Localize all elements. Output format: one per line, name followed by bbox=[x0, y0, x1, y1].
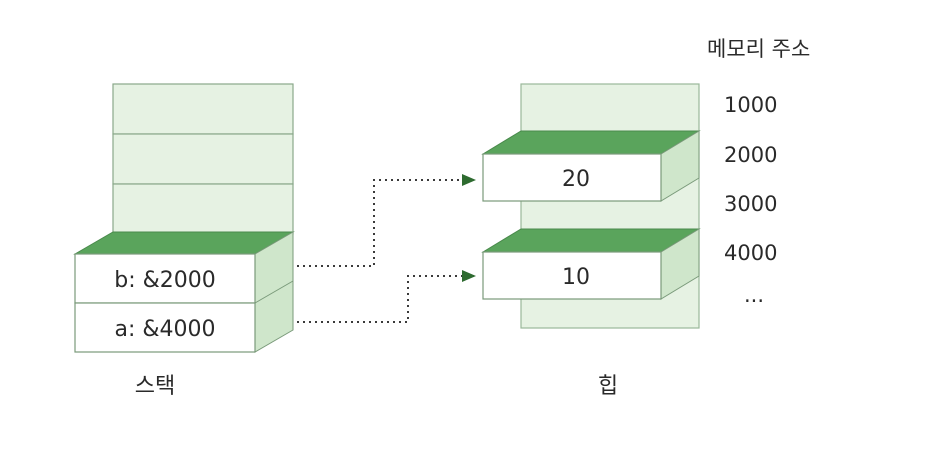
stack-slot-2 bbox=[112, 133, 294, 185]
pointer-arrow-a bbox=[297, 270, 476, 323]
stack-slot-top bbox=[112, 83, 294, 135]
heap-block-20-front bbox=[482, 153, 662, 202]
heap-value-20: 20 bbox=[562, 167, 590, 192]
pointer-arrow-b bbox=[297, 174, 476, 267]
stack-column: b: &2000 a: &4000 bbox=[73, 83, 295, 353]
stack-title: 스택 bbox=[135, 374, 175, 399]
stack-entry-a-text: a: &4000 bbox=[114, 317, 215, 342]
stack-entry-b-text: b: &2000 bbox=[114, 268, 216, 293]
memory-address-ellipsis: ... bbox=[744, 283, 764, 307]
stack-entry-b-box bbox=[74, 253, 256, 304]
memory-address-1000: 1000 bbox=[724, 93, 777, 117]
memory-address-2000: 2000 bbox=[724, 143, 777, 167]
heap-block-10-front bbox=[482, 251, 662, 300]
memory-address-header: 메모리 주소 bbox=[707, 37, 810, 61]
stack-block-side-divider bbox=[254, 280, 294, 304]
stack-slot-3 bbox=[112, 183, 294, 235]
memory-address-3000: 3000 bbox=[724, 192, 777, 216]
heap-title: 힙 bbox=[598, 374, 618, 399]
heap-value-10: 10 bbox=[562, 265, 590, 290]
stack-entry-a-box bbox=[74, 302, 256, 353]
memory-address-4000: 4000 bbox=[724, 241, 777, 265]
heap-column: 20 10 bbox=[481, 83, 701, 329]
